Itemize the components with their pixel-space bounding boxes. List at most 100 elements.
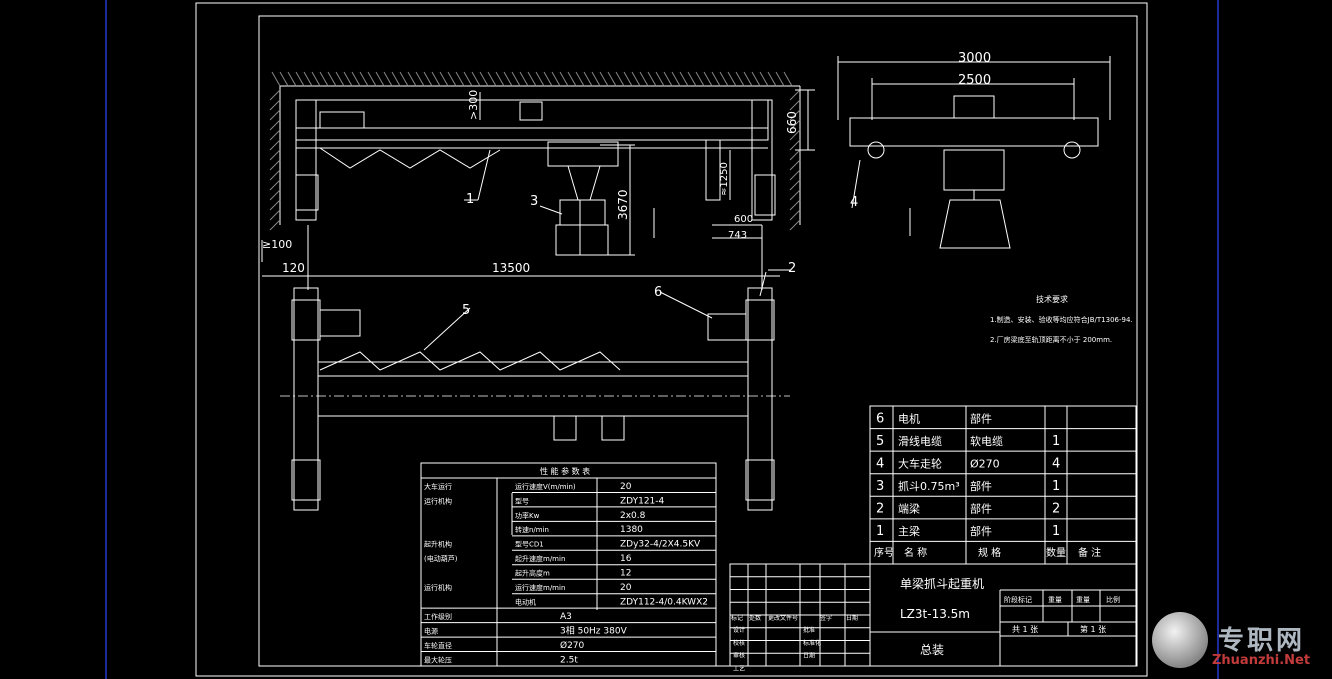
title-sheets: 共 1 张 bbox=[1012, 625, 1038, 634]
title-name: 单梁抓斗起重机 bbox=[900, 576, 984, 591]
dim-3670: 3670 bbox=[616, 189, 630, 220]
hatch-line bbox=[551, 71, 561, 87]
title-weight: 重量 bbox=[1048, 596, 1062, 604]
hatch-line bbox=[615, 71, 625, 87]
hatch-line bbox=[269, 119, 281, 131]
hatch-line bbox=[311, 71, 321, 87]
params-row-sub: 运行速度V(m/min) bbox=[515, 482, 576, 491]
sign-role: 日期 bbox=[803, 652, 815, 660]
part-name: 端梁 bbox=[898, 502, 920, 516]
tech-req-line1: 1.制造、安装、验收等均应符合JB/T1306-94. bbox=[990, 315, 1133, 324]
part-no: 3 bbox=[876, 479, 884, 494]
hatch-line bbox=[783, 71, 793, 87]
params-row-value: ZDY112-4/0.4KWX2 bbox=[620, 598, 708, 608]
hatch-line bbox=[527, 71, 537, 87]
hatch-line bbox=[269, 129, 281, 141]
dim-13500: 13500 bbox=[492, 261, 530, 275]
hatch-line bbox=[767, 71, 777, 87]
part-name: 抓斗0.75m³ bbox=[898, 479, 960, 493]
plan-view bbox=[280, 271, 790, 511]
title-sheet: 第 1 张 bbox=[1080, 624, 1106, 634]
hatch-line bbox=[423, 71, 433, 87]
callout-4: 4 bbox=[850, 195, 858, 210]
hatch-line bbox=[789, 99, 801, 111]
hatch-line bbox=[775, 71, 785, 87]
hatch-line bbox=[351, 71, 361, 87]
sign-role: 审核 bbox=[733, 652, 745, 660]
hatch-line bbox=[335, 71, 345, 87]
hatch-line bbox=[269, 179, 281, 191]
hatch-line bbox=[703, 71, 713, 87]
hatch-line bbox=[269, 219, 281, 231]
watermark-logo-icon bbox=[1152, 612, 1208, 668]
params-row-label: 起升机构 bbox=[424, 540, 452, 549]
part-no: 5 bbox=[876, 434, 884, 449]
hatch-line bbox=[789, 169, 801, 181]
hatch-line bbox=[789, 109, 801, 121]
hatch-line bbox=[789, 199, 801, 211]
params-row-label: (电动葫芦) bbox=[424, 554, 458, 563]
params-row-sub: 起升高度m bbox=[515, 569, 550, 578]
hatch-line bbox=[503, 71, 513, 87]
callout-1: 1 bbox=[466, 192, 474, 207]
part-qty: 2 bbox=[1052, 502, 1060, 517]
hatch-line bbox=[327, 71, 337, 87]
sign-role: 批准 bbox=[803, 626, 815, 634]
callout-6: 6 bbox=[654, 285, 662, 300]
dim-100: ≥100 bbox=[262, 238, 292, 251]
tech-req-title: 技术要求 bbox=[1036, 294, 1068, 304]
hatch-line bbox=[439, 71, 449, 87]
sign-header: 日期 bbox=[846, 614, 858, 622]
front-elevation bbox=[261, 71, 815, 290]
watermark-url: Zhuanzhi.Net bbox=[1212, 653, 1311, 668]
hatch-line bbox=[789, 219, 801, 231]
params-row-value: 16 bbox=[620, 554, 632, 564]
sign-header: 标记 bbox=[731, 614, 743, 622]
title-weight2: 重量 bbox=[1076, 596, 1090, 604]
hatch-line bbox=[751, 71, 761, 87]
hatch-line bbox=[599, 71, 609, 87]
hatch-line bbox=[471, 71, 481, 87]
sign-role: 设计 bbox=[733, 626, 745, 634]
hatch-line bbox=[727, 71, 737, 87]
hatch-line bbox=[663, 71, 673, 87]
params-row-label: 运行机构 bbox=[424, 583, 452, 592]
hatch-line bbox=[455, 71, 465, 87]
title-drawing: 总装 bbox=[920, 643, 944, 657]
hatch-line bbox=[789, 159, 801, 171]
part-name: 滑线电缆 bbox=[898, 434, 942, 448]
hatch-line bbox=[391, 71, 401, 87]
hatch-line bbox=[295, 71, 305, 87]
hatch-line bbox=[543, 71, 553, 87]
callout-3: 3 bbox=[530, 194, 538, 209]
hatch-line bbox=[789, 189, 801, 201]
parts-header-no: 序号 bbox=[874, 546, 894, 559]
hatch-line bbox=[359, 71, 369, 87]
dim-300: >300 bbox=[467, 90, 480, 120]
title-model: LZ3t-13.5m bbox=[900, 607, 970, 621]
part-name: 电机 bbox=[898, 411, 920, 425]
hatch-line bbox=[789, 209, 801, 221]
params-row-value: ZDy32-4/2X4.5KV bbox=[620, 540, 701, 550]
title-scale: 比例 bbox=[1106, 595, 1120, 604]
params-row-sub: 转速n/min bbox=[515, 525, 549, 534]
dim-660: 660 bbox=[785, 111, 799, 134]
hatch-line bbox=[575, 71, 585, 87]
params-row-value: 3相 50Hz 380V bbox=[560, 624, 628, 636]
params-row-sub: 型号CD1 bbox=[515, 540, 544, 549]
hatch-line bbox=[269, 169, 281, 181]
building-hatch bbox=[269, 71, 801, 231]
part-name: 大车走轮 bbox=[898, 456, 942, 470]
hatch-line bbox=[695, 71, 705, 87]
params-row-sub: 运行速度m/min bbox=[515, 583, 565, 592]
params-row-value: Ø270 bbox=[560, 640, 585, 651]
hatch-line bbox=[447, 71, 457, 87]
hatch-line bbox=[789, 129, 801, 141]
parts-header-note: 备 注 bbox=[1078, 546, 1101, 559]
hatch-line bbox=[415, 71, 425, 87]
params-row-value: 2.5t bbox=[560, 655, 578, 665]
params-row-value: 12 bbox=[620, 569, 631, 579]
hatch-line bbox=[287, 71, 297, 87]
hatch-line bbox=[743, 71, 753, 87]
